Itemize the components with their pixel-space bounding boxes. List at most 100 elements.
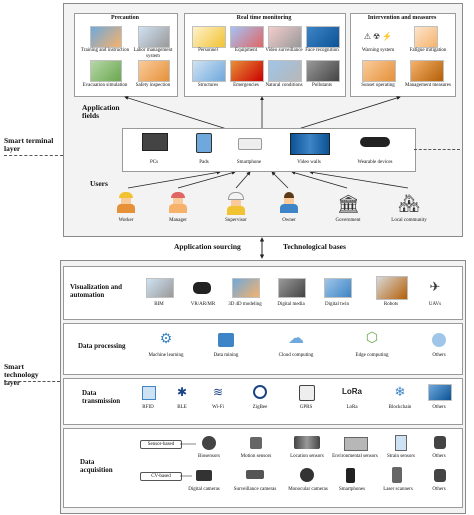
structures-thumb [192, 60, 226, 82]
motion-sensor-icon [250, 437, 262, 449]
proc-ml: Machine learning [148, 353, 184, 358]
management-label: Management measures [405, 83, 451, 88]
video-surveillance-label: Video surveillance [265, 48, 303, 53]
device-video-walls: Video walls [297, 160, 321, 165]
user-government: Government [335, 218, 361, 223]
users-label: Users [90, 179, 108, 188]
natural-thumb [268, 60, 302, 82]
technological-bases-label: Technological bases [283, 242, 346, 251]
owner-icon [280, 192, 298, 214]
zigbee-icon [253, 385, 267, 399]
trans-wifi: Wi-Fi [212, 405, 224, 410]
natural-label: Natural conditions [265, 83, 303, 88]
digital-twin-thumb [324, 278, 352, 298]
intervention-title: Intervention and measures [367, 15, 437, 21]
sensor-others: Others [432, 454, 446, 459]
trans-zigbee: ZigBee [252, 405, 268, 410]
warning-label: Warning system [361, 48, 395, 53]
modeling-thumb [232, 278, 260, 298]
supervisor-icon [227, 192, 245, 215]
sensor-based-tag: Sensor-based [140, 440, 182, 449]
monitoring-title: Real time monitoring [236, 15, 292, 21]
monocular-camera-icon [300, 468, 314, 482]
cv-others: Others [432, 487, 446, 492]
gprs-icon [299, 385, 315, 401]
others-sensor-icon [434, 436, 446, 449]
fatigue-thumb [414, 26, 438, 48]
digital-media-thumb [278, 278, 306, 298]
emergencies-thumb [230, 60, 264, 82]
video-wall-icon [290, 133, 330, 155]
community-icon: 🏘 [398, 194, 420, 213]
location-sensor-icon [294, 436, 320, 449]
surveillance-camera-icon [246, 470, 264, 479]
terminal-layer-label: Smart terminal layer [4, 136, 54, 153]
safety-thumb [138, 60, 170, 82]
acquisition-title: Data acquisition [80, 458, 113, 474]
terminal-dash-right [414, 149, 460, 150]
vr-headset-icon [193, 282, 211, 294]
sensor-bio: Biosensors [198, 454, 220, 459]
labor-thumb [138, 26, 170, 48]
processing-title: Data processing [78, 342, 126, 350]
cv-surveillance: Surveillance cameras [233, 487, 277, 492]
uav-icon: ✈ [429, 279, 441, 294]
vis-vr: VR/AR/MR [190, 302, 216, 307]
vis-digital-twin: Digital twin [324, 302, 350, 307]
devices-box [122, 128, 416, 172]
wearable-icon [360, 137, 390, 147]
sensor-motion: Motion sensors [240, 454, 272, 459]
strain-sensor-icon [395, 435, 407, 451]
robots-thumb [376, 276, 408, 300]
equipment-label: Equipment [235, 48, 257, 53]
proc-others: Others [432, 353, 446, 358]
evacuation-label: Evacuation simulation [82, 83, 128, 88]
intervention-panel [350, 13, 456, 97]
trans-blockchain: Blockchain [388, 405, 412, 410]
sensor-location: Location sensors [290, 454, 324, 459]
application-sourcing-label: Application sourcing [174, 242, 241, 251]
wifi-icon: ≋ [212, 385, 224, 399]
manager-icon [169, 192, 187, 214]
environmental-sensor-icon [344, 437, 368, 451]
vis-uavs: UAVs [428, 302, 442, 307]
vis-robots: Robots [383, 302, 399, 307]
face-recognition-thumb [306, 26, 340, 48]
trans-lora: LoRa [346, 405, 358, 410]
user-owner: Owner [282, 218, 296, 223]
device-smartphone: Smartphone [236, 160, 262, 165]
smartphone-cv-icon [346, 468, 355, 483]
visualization-title: Visualization and automation [70, 283, 123, 299]
training-thumb [90, 26, 122, 48]
cv-digital: Digital cameras [188, 487, 220, 492]
cv-based-tag: CV-based [140, 472, 182, 481]
sunset-thumb [362, 60, 396, 82]
lora-logo: LoRa [342, 387, 362, 396]
trans-others: Others [432, 405, 446, 410]
safety-label: Safety inspection [135, 83, 171, 88]
cv-laser: Laser scanners [383, 487, 413, 492]
structures-label: Structures [197, 83, 219, 88]
cv-smartphones: Smartphones [338, 487, 366, 492]
edge-computing-icon: ⬡ [365, 331, 379, 346]
digital-camera-icon [196, 470, 212, 481]
others-cv-icon [434, 469, 446, 482]
transmission-title: Data transmission [82, 389, 121, 405]
device-pads: Pads [199, 160, 209, 165]
sensor-environmental: Environmental sensors [332, 454, 378, 459]
smartphone-icon [238, 138, 262, 150]
device-pcs: PCs [149, 160, 159, 165]
rfid-icon [142, 386, 156, 400]
device-wearable: Wearable devices [357, 160, 393, 165]
technology-dash-left [4, 381, 60, 382]
pad-icon [196, 133, 212, 153]
proc-dm: Data mining [213, 353, 239, 358]
sunset-label: Sunset operating [361, 83, 395, 88]
trans-rfid: RFID [142, 405, 154, 410]
machine-learning-icon: ⚙ [159, 332, 173, 347]
terminal-dash-left [4, 155, 63, 156]
pollutants-thumb [306, 60, 340, 82]
others-icon [432, 333, 446, 347]
personnel-thumb [192, 26, 226, 48]
pc-icon [142, 133, 168, 151]
